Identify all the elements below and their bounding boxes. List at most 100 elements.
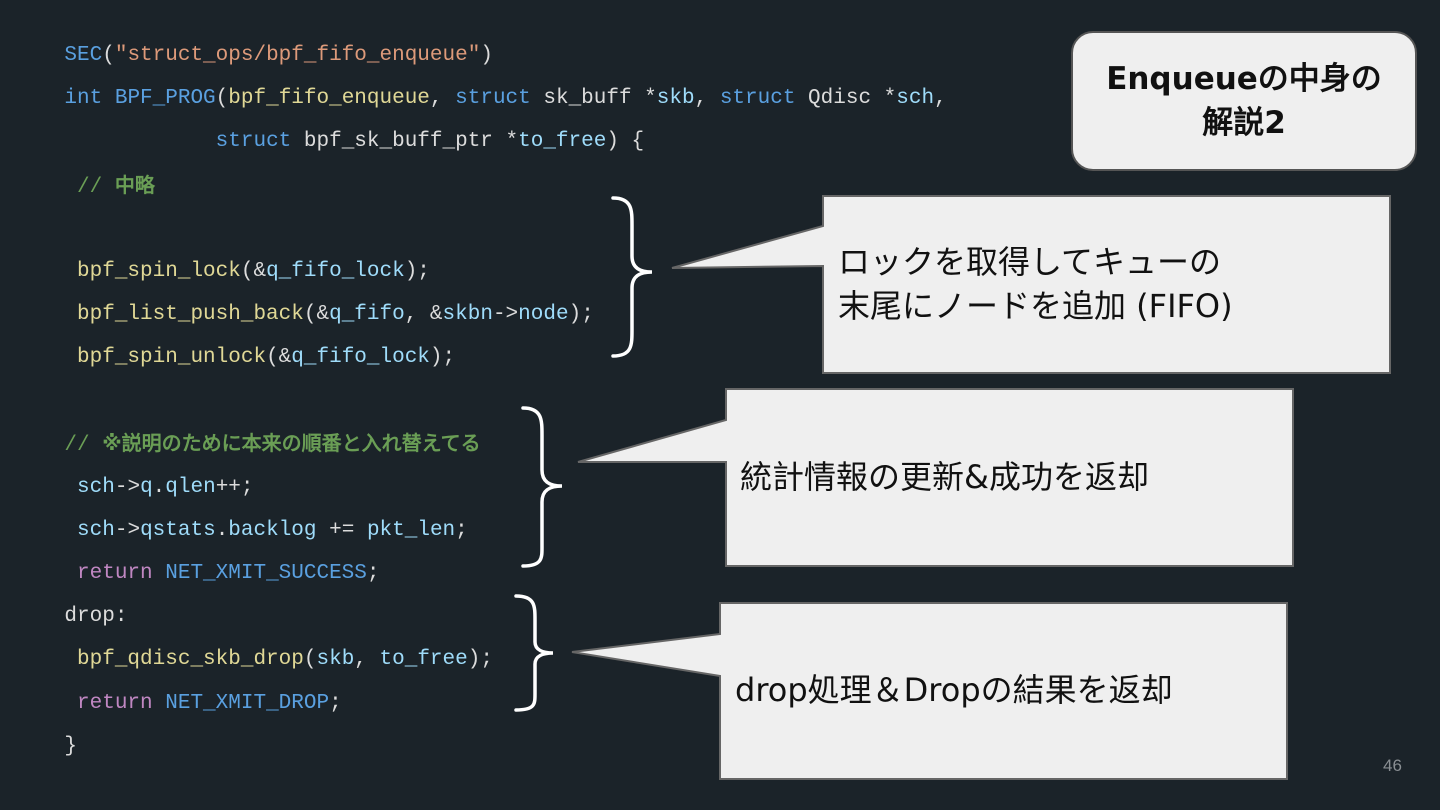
code-token: Qdisc * — [795, 87, 897, 110]
code-token: NET_XMIT_SUCCESS — [165, 562, 367, 585]
code-token: qstats — [140, 519, 216, 542]
callout-1-line-1: ロックを取得してキューの — [838, 243, 1222, 281]
slide-title-box: Enqueueの中身の 解説2 — [1071, 31, 1417, 171]
code-token: ( — [303, 648, 317, 671]
callout-bubble-3 — [571, 602, 1288, 780]
code-token: ); — [467, 648, 493, 671]
slide-title-line-2: 解説2 — [1202, 105, 1286, 141]
code-token: ; — [366, 562, 380, 585]
code-token: skbn — [442, 303, 493, 326]
code-token: ; — [329, 692, 342, 715]
code-comment-text: ※説明のために本来の順番と入れ替えてる — [102, 431, 481, 455]
code-token: ); — [568, 303, 594, 326]
code-token: += — [316, 519, 367, 542]
code-token: skb — [316, 648, 355, 671]
code-token: ); — [404, 260, 430, 283]
code-comment-text: 中略 — [114, 173, 155, 197]
code-token: return — [64, 692, 153, 715]
code-token: bpf_qdisc_skb_drop — [64, 648, 304, 671]
code-line-2: int BPF_PROG(bpf_fifo_enqueue, struct sk… — [14, 60, 947, 138]
code-token: struct — [719, 87, 796, 110]
code-line-13: bpf_qdisc_skb_drop(skb, to_free); — [14, 621, 493, 699]
code-token: struct — [215, 130, 292, 153]
code-token: -> — [492, 303, 519, 326]
code-token: } — [64, 735, 78, 758]
callout-bubble-1 — [671, 195, 1391, 374]
page-number: 46 — [1383, 756, 1402, 775]
code-token: q_fifo_lock — [291, 346, 430, 369]
code-comment: // — [64, 434, 103, 457]
code-token: qlen — [165, 476, 216, 499]
code-token: int — [64, 87, 103, 110]
code-line-11: return NET_XMIT_SUCCESS; — [14, 535, 380, 613]
callout-bubble-2 — [577, 388, 1294, 567]
code-token: , & — [404, 303, 443, 326]
code-line-12: drop: — [14, 578, 127, 656]
code-token: to_free — [379, 648, 468, 671]
code-token: . — [215, 519, 229, 542]
code-line-9: sch->q.qlen++; — [14, 449, 254, 527]
code-token: return — [64, 562, 153, 585]
code-token: ) — [480, 44, 493, 67]
code-token: bpf_sk_buff_ptr * — [291, 130, 519, 153]
code-token: q_fifo — [329, 303, 405, 326]
code-token: -> — [114, 519, 141, 542]
code-token: backlog — [228, 519, 317, 542]
code-token: ; — [455, 519, 468, 542]
code-token: ( — [215, 87, 229, 110]
code-token: ( — [102, 44, 115, 67]
code-line-1: SEC("struct_ops/bpf_fifo_enqueue") — [14, 17, 493, 95]
code-token: struct — [455, 87, 531, 110]
code-token: sch — [896, 87, 935, 110]
code-comment: // — [64, 176, 115, 199]
code-token: q — [140, 476, 153, 499]
code-line-6: bpf_list_push_back(&q_fifo, &skbn->node)… — [14, 276, 594, 354]
code-token: . — [152, 476, 166, 499]
code-token: q_fifo_lock — [266, 260, 405, 283]
code-token: bpf_fifo_enqueue — [228, 87, 430, 110]
callout-3-line-1: drop処理＆Dropの結果を返却 — [735, 671, 1173, 709]
curly-brace-2 — [521, 406, 563, 568]
code-token: ++; — [215, 476, 254, 499]
code-token: pkt_len — [366, 519, 456, 542]
callout-2-line-1: 統計情報の更新&成功を返却 — [740, 458, 1149, 496]
code-token: ) { — [606, 130, 645, 153]
callout-2-text: 統計情報の更新&成功を返却 — [740, 455, 1149, 499]
code-line-5: bpf_spin_lock(&q_fifo_lock); — [14, 233, 430, 311]
code-label: drop: — [64, 605, 128, 628]
code-token: to_free — [518, 130, 607, 153]
code-token: (& — [303, 303, 330, 326]
code-line-15: } — [14, 708, 77, 786]
code-line-3: struct bpf_sk_buff_ptr *to_free) { — [14, 103, 645, 181]
callout-3-text: drop処理＆Dropの結果を返却 — [735, 668, 1173, 712]
code-token: ); — [429, 346, 456, 369]
code-token: sch — [64, 476, 115, 499]
code-token: bpf_spin_unlock — [64, 346, 267, 369]
code-token: "struct_ops/bpf_fifo_enqueue" — [114, 44, 481, 67]
code-line-4: // 中略 — [14, 146, 155, 227]
code-token: sch — [64, 519, 115, 542]
code-token: bpf_spin_lock — [64, 260, 241, 283]
code-token: sk_buff * — [530, 87, 657, 110]
code-line-10: sch->qstats.backlog += pkt_len; — [14, 492, 468, 570]
code-token: bpf_list_push_back — [64, 303, 304, 326]
code-token: , — [354, 648, 380, 671]
code-token: node — [518, 303, 569, 326]
code-token: , — [429, 87, 456, 110]
callout-1-line-2: 末尾にノードを追加 (FIFO) — [838, 287, 1233, 325]
slide-title-line-1: Enqueueの中身の — [1106, 61, 1382, 97]
code-token: (& — [240, 260, 267, 283]
callout-1-text: ロックを取得してキューの 末尾にノードを追加 (FIFO) — [838, 240, 1233, 328]
code-token: BPF_PROG — [114, 87, 216, 110]
code-token: , — [694, 87, 720, 110]
code-token: NET_XMIT_DROP — [165, 692, 330, 715]
code-token: SEC — [64, 44, 103, 67]
code-token: , — [934, 87, 947, 110]
code-line-14: return NET_XMIT_DROP; — [14, 665, 342, 743]
curly-brace-3 — [514, 594, 554, 712]
code-line-7: bpf_spin_unlock(&q_fifo_lock); — [14, 319, 455, 397]
code-token: -> — [114, 476, 141, 499]
code-token: (& — [266, 346, 292, 369]
